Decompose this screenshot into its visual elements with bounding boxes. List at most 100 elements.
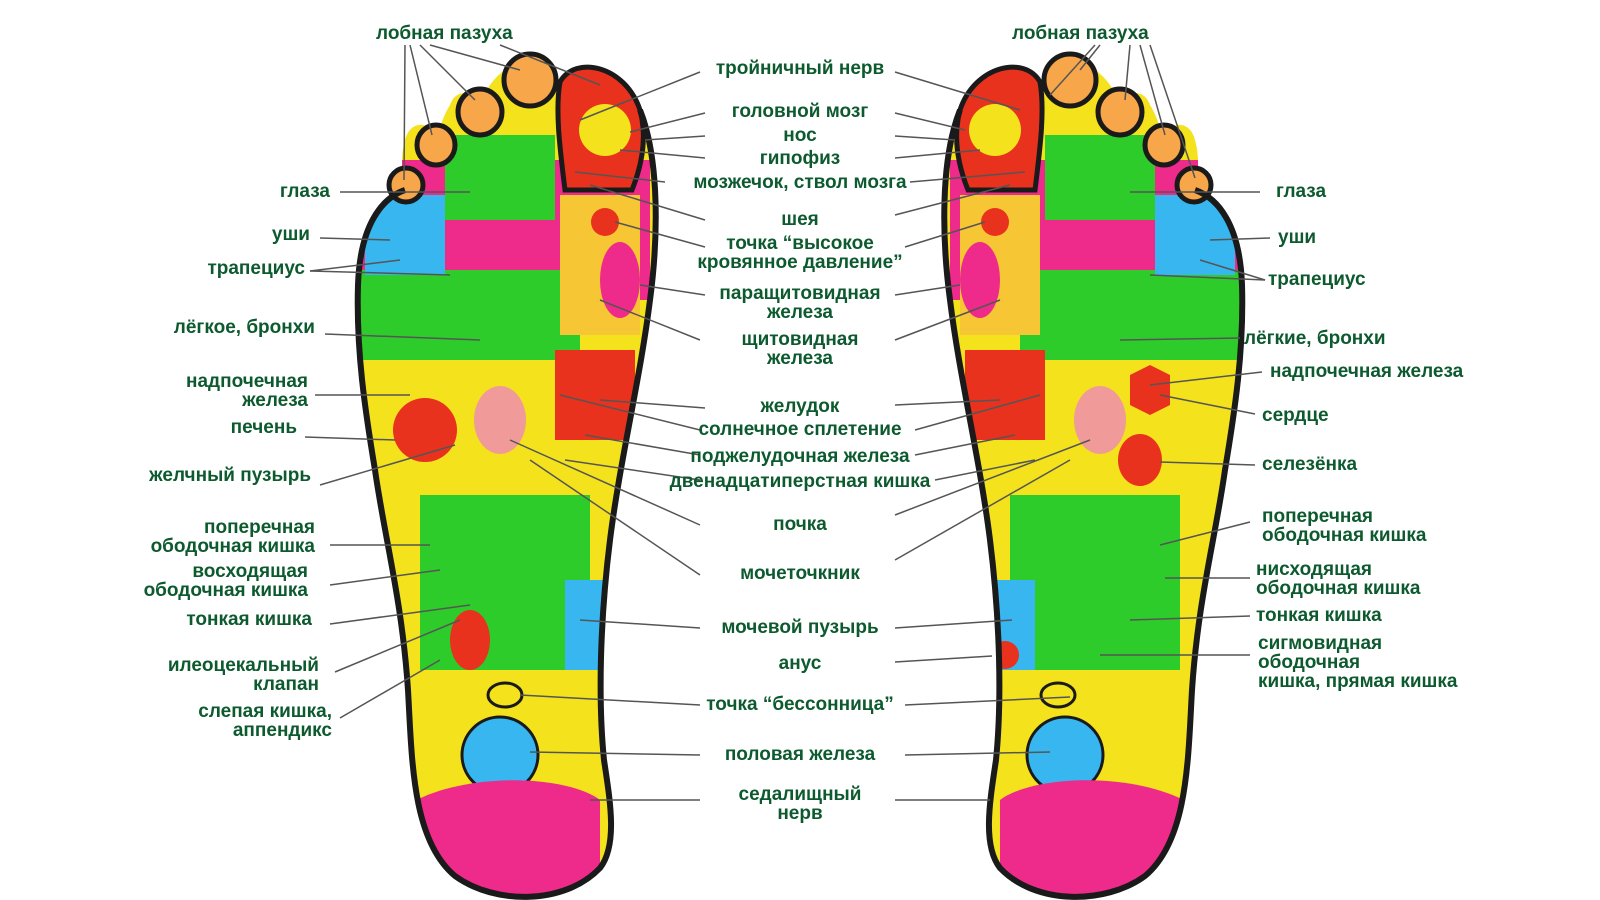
right-insomnia-point <box>1039 681 1077 709</box>
label-kidney: почка <box>773 514 827 535</box>
label-ureter: мочеточкник <box>740 563 860 584</box>
left-liver <box>393 398 457 462</box>
label-left-appendix-line1: слепая кишка, <box>198 701 332 722</box>
label-right-heart: сердце <box>1262 405 1329 426</box>
label-left-transverse-colon-line2: ободочная кишка <box>150 536 315 557</box>
right-eye-zone <box>1045 135 1155 220</box>
right-lung-zone <box>1020 270 1240 360</box>
label-left-transverse-colon-line1: поперечная <box>204 517 315 538</box>
right-intestine-zone <box>1010 495 1180 670</box>
label-right-descending-colon-line2: ободочная кишка <box>1256 578 1421 599</box>
left-high-pressure-point <box>591 208 619 236</box>
label-right-frontal-sinus: лобная пазуха <box>1012 23 1149 44</box>
left-lung-zone <box>360 270 580 360</box>
label-right-adrenal: надпочечная железа <box>1270 361 1464 382</box>
label-right-sigmoid-line2: ободочная <box>1258 652 1361 673</box>
label-sciatic-line1: седалищный <box>738 784 862 805</box>
label-nose: нос <box>783 125 817 146</box>
right-heart <box>1130 365 1170 415</box>
label-right-transverse-colon-line1: поперечная <box>1262 506 1373 527</box>
label-left-small-intestine: тонкая кишка <box>186 609 312 630</box>
leader-lines <box>304 44 1271 801</box>
left-intestine-zone <box>420 495 590 670</box>
label-trigeminal: тройничный нерв <box>715 58 885 79</box>
left-toe-4 <box>414 122 458 168</box>
label-right-lungs: лёгкие, бронхи <box>1244 328 1386 349</box>
right-high-pressure-point <box>981 208 1009 236</box>
label-pituitary: гипофиз <box>759 148 841 169</box>
label-left-trapezius: трапециус <box>207 258 305 279</box>
label-right-small-intestine: тонкая кишка <box>1256 605 1382 626</box>
label-left-eyes: глаза <box>279 181 330 202</box>
label-right-descending-colon: нисходящая ободочная кишка <box>1256 560 1420 598</box>
label-sciatic-line2: нерв <box>777 803 823 824</box>
label-brain: головной мозг <box>731 101 869 122</box>
label-left-ileocecal-line2: клапан <box>253 674 319 695</box>
label-right-sigmoid-line3: кишка, прямая кишка <box>1258 671 1458 692</box>
label-left-frontal-sinus: лобная пазуха <box>376 23 513 44</box>
label-anus: анус <box>778 653 822 674</box>
label-pancreas: поджелудочная железа <box>690 446 910 467</box>
label-high-pressure-line2: кровянное давление” <box>697 252 903 273</box>
right-brain-zone <box>969 104 1021 156</box>
label-right-ears: уши <box>1278 227 1317 248</box>
label-right-transverse-colon-line2: ободочная кишка <box>1262 525 1427 546</box>
right-toe-4 <box>1142 122 1186 168</box>
right-foot <box>941 51 1246 900</box>
right-spleen <box>1118 434 1162 486</box>
label-right-transverse-colon: поперечная ободочная кишка <box>1262 507 1426 545</box>
left-stomach-zone <box>555 350 635 440</box>
right-anus <box>991 641 1019 669</box>
left-eye-zone <box>445 135 555 220</box>
label-stomach: желудок <box>760 396 840 417</box>
label-right-eyes: глаза <box>1276 181 1327 202</box>
label-left-liver: печень <box>230 417 297 438</box>
label-sciatic: седалищный нерв <box>700 785 900 823</box>
label-left-ascending-colon-line2: ободочная кишка <box>143 580 308 601</box>
label-bladder: мочевой пузырь <box>721 617 879 638</box>
left-toe-2 <box>501 51 559 109</box>
label-insomnia: точка “бессонница” <box>706 694 894 715</box>
label-left-adrenal-line1: надпочечная <box>186 371 308 392</box>
label-duodenum: двенадцатиперстная кишка <box>669 471 931 492</box>
label-left-lung: лёгкое, бронхи <box>173 317 315 338</box>
label-parathyroid-line1: паращитовидная <box>719 283 881 304</box>
label-left-gallbladder: желчный пузырь <box>149 465 311 486</box>
left-sciatic-zone <box>380 780 600 897</box>
label-solar-plexus: солнечное сплетение <box>698 419 902 440</box>
right-toe-2 <box>1041 51 1099 109</box>
label-thyroid: щитовидная железа <box>680 330 920 368</box>
label-parathyroid: паращитовидная железа <box>680 284 920 322</box>
label-high-pressure-line1: точка “высокое <box>726 233 874 254</box>
label-high-pressure: точка “высокое кровянное давление” <box>660 234 940 272</box>
left-insomnia-point <box>486 681 524 709</box>
right-parathyroid <box>960 242 1000 318</box>
label-left-ascending-colon: восходящая ободочная кишка <box>100 562 308 600</box>
right-kidney <box>1074 386 1126 454</box>
label-thyroid-line2: железа <box>767 348 833 369</box>
label-left-ears: уши <box>271 224 310 245</box>
label-left-ileocecal-line1: илеоцекальный <box>167 655 319 676</box>
label-right-spleen: селезёнка <box>1262 454 1358 475</box>
label-left-ascending-colon-line1: восходящая <box>192 561 308 582</box>
label-right-sigmoid: сигмовидная ободочная кишка, прямая кишк… <box>1258 634 1457 691</box>
right-foot-outline <box>941 108 1246 900</box>
label-neck: шея <box>781 209 819 230</box>
label-left-appendix-line2: аппендикс <box>232 720 332 741</box>
right-sciatic-zone <box>1000 780 1220 897</box>
label-thyroid-line1: щитовидная <box>741 329 859 350</box>
right-toe-3 <box>1095 86 1145 138</box>
label-left-transverse-colon: поперечная ободочная кишка <box>100 518 315 556</box>
label-left-adrenal: надпочечная железа <box>100 372 308 410</box>
label-right-descending-colon-line1: нисходящая <box>1256 559 1372 580</box>
label-right-trapezius: трапециус <box>1268 269 1366 290</box>
label-gonad: половая железа <box>724 744 876 765</box>
right-stomach-zone <box>965 350 1045 440</box>
label-left-ileocecal: илеоцекальный клапан <box>100 656 319 694</box>
left-toe-3 <box>455 86 505 138</box>
left-ileocecal <box>450 610 490 670</box>
right-ear-zone <box>1155 195 1235 275</box>
left-kidney <box>474 386 526 454</box>
